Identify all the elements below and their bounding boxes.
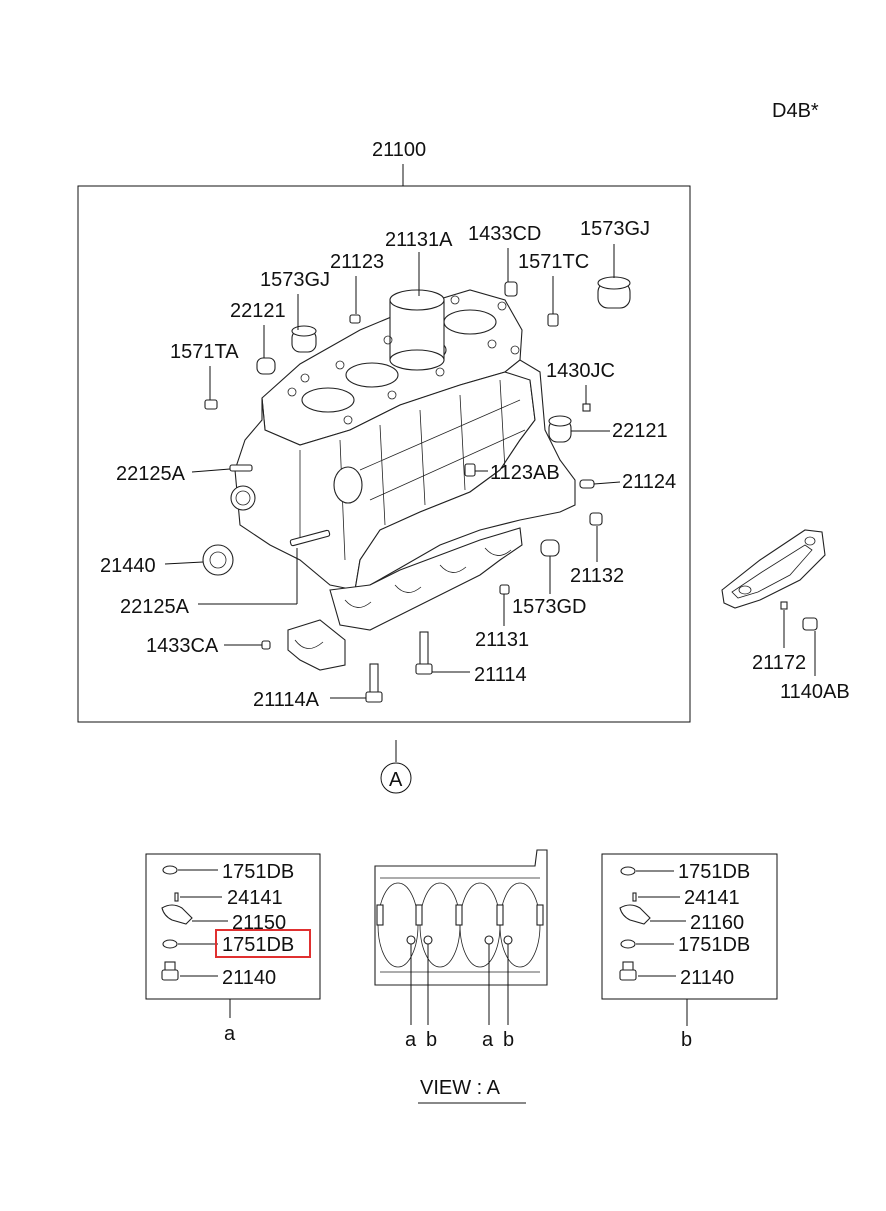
callout-21132: 21132 [570, 565, 624, 587]
callout-21124: 21124 [622, 471, 676, 493]
view-a-marker-a1: a [405, 1029, 417, 1051]
callout-1123ab: 1123AB [490, 462, 560, 484]
view-a-marker-circle [380, 762, 412, 794]
view-a-marker: A [389, 769, 403, 791]
callout-21114: 21114 [474, 664, 527, 686]
callout-22121-right: 22121 [612, 420, 668, 442]
detail-b-item-1: 1751DB [678, 861, 750, 883]
callout-1430jc: 1430JC [546, 360, 615, 382]
callout-1573gd: 1573GD [512, 596, 587, 618]
assembly-number: 21100 [372, 139, 426, 161]
model-label: D4B* [772, 100, 819, 122]
callout-21114a: 21114A [253, 689, 320, 711]
callout-1433ca: 1433CA [146, 635, 219, 657]
detail-b-panel: 1751DB 24141 21160 1751DB 21140 [601, 853, 778, 1000]
view-a-block-bottom [374, 849, 548, 1025]
callout-1573gj-left: 1573GJ [260, 269, 330, 291]
callout-21131a: 21131A [385, 229, 453, 251]
view-a-marker-b1: b [426, 1029, 437, 1051]
view-a-marker-a2: a [482, 1029, 494, 1051]
detail-b-item-4: 1751DB [678, 934, 750, 956]
small-parts [202, 276, 631, 703]
main-assembly-frame [77, 185, 691, 723]
callout-21123: 21123 [330, 251, 384, 273]
callout-21440: 21440 [100, 555, 156, 577]
detail-a-item-4: 1751DB [222, 934, 294, 956]
detail-a-item-1: 1751DB [222, 861, 294, 883]
callout-22125a-bottom: 22125A [120, 596, 190, 618]
callout-1571ta: 1571TA [170, 341, 239, 363]
detail-b-item-5: 21140 [680, 967, 734, 989]
detail-a-caption: a [224, 1023, 236, 1045]
detail-b-caption: b [681, 1029, 692, 1051]
view-a-caption: VIEW : A [420, 1077, 501, 1099]
side-gasket-part: 21172 1140AB [721, 529, 850, 703]
highlight-box [215, 929, 311, 958]
detail-b-item-3: 21160 [690, 912, 744, 934]
cylinder-block-illustration [230, 289, 576, 631]
callout-22125a-top: 22125A [116, 463, 186, 485]
callout-21172: 21172 [752, 652, 806, 674]
detail-a-panel: 1751DB 24141 21150 1751DB 21140 [145, 853, 321, 1000]
detail-a-item-2: 24141 [227, 887, 283, 909]
callout-1573gj-top: 1573GJ [580, 218, 650, 240]
detail-a-item-5: 21140 [222, 967, 276, 989]
callout-21131: 21131 [475, 629, 529, 651]
callout-22121-left: 22121 [230, 300, 286, 322]
main-callouts: 21131A 1433CD 1573GJ 21123 1573GJ 1571TC… [100, 218, 676, 711]
detail-a-item-3: 21150 [232, 912, 286, 934]
view-a-marker-b2: b [503, 1029, 514, 1051]
detail-b-item-2: 24141 [684, 887, 740, 909]
callout-1140ab: 1140AB [780, 681, 850, 703]
callout-1571tc: 1571TC [518, 251, 589, 273]
callout-1433cd: 1433CD [468, 223, 541, 245]
